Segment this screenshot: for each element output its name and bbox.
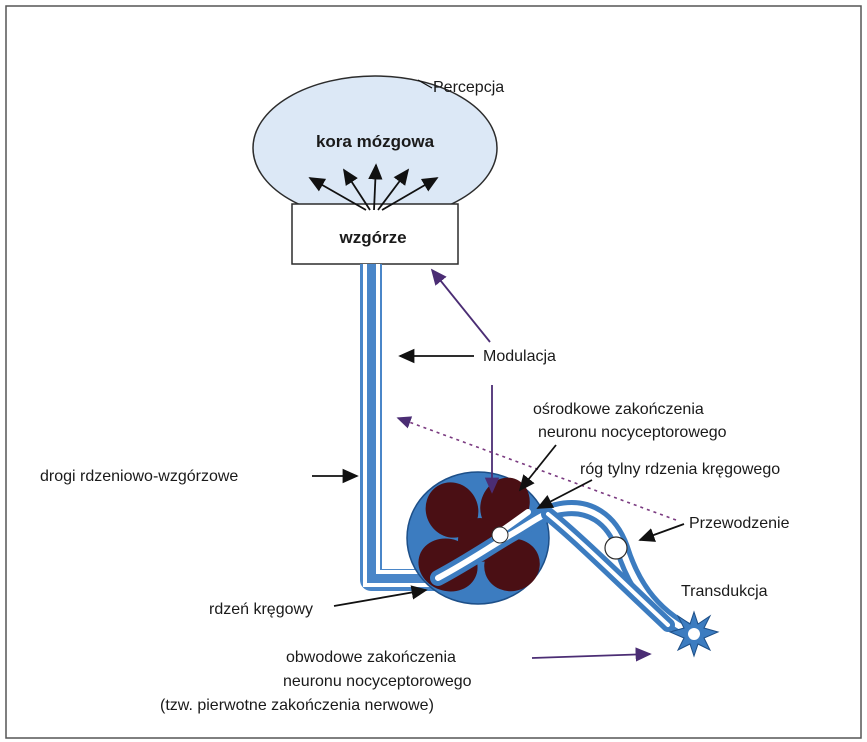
spinothalamic-label: drogi rdzeniowo-wzgórzowe bbox=[40, 468, 238, 485]
thalamus-label: wzgórze bbox=[338, 228, 406, 247]
peripheral-terminals-label-1: obwodowe zakończenia bbox=[286, 649, 456, 666]
transduction-label: Transdukcja bbox=[681, 583, 768, 600]
drg-label: DRG bbox=[567, 572, 603, 589]
modulation-arrow-up bbox=[432, 270, 490, 342]
cortex-label: kora mózgowa bbox=[316, 132, 435, 151]
spinal-cord-label: rdzeń kręgowy bbox=[209, 601, 313, 618]
peripheral-terminals-arrow bbox=[532, 654, 650, 658]
conduction-label: Przewodzenie bbox=[689, 515, 790, 532]
conduction-arrow bbox=[640, 524, 684, 540]
modulation-label: Modulacja bbox=[483, 348, 556, 365]
peripheral-terminal-core bbox=[688, 628, 700, 640]
spinal-cord-arrow bbox=[334, 590, 426, 606]
central-terminals-label-1: ośrodkowe zakończenia bbox=[533, 401, 704, 418]
synapse-node bbox=[492, 527, 508, 543]
drg-cell-body bbox=[605, 537, 627, 559]
central-terminals-arrow bbox=[520, 445, 556, 490]
dorsal-horn-label: róg tylny rdzenia kręgowego bbox=[580, 461, 780, 478]
peripheral-terminals-label-2: neuronu nocyceptorowego bbox=[283, 673, 472, 690]
central-terminals-label-2: neuronu nocyceptorowego bbox=[538, 424, 727, 441]
perception-label: Percepcja bbox=[433, 79, 504, 96]
spinal-cord-section bbox=[407, 469, 549, 604]
peripheral-terminals-label-3: (tzw. pierwotne zakończenia nerwowe) bbox=[160, 697, 434, 714]
